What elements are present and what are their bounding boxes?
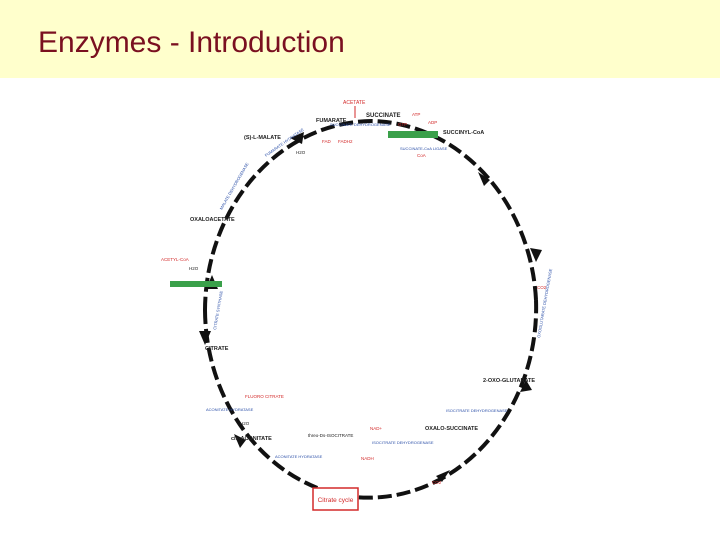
label-succinate: SUCCINATE: [366, 113, 401, 119]
arrowhead: [290, 132, 304, 144]
label-fumarate: FUMARATE: [316, 118, 347, 124]
arrowhead: [530, 248, 542, 262]
label-aconitate: cis-ACONITATE: [231, 436, 272, 442]
slide-title: Enzymes - Introduction: [38, 26, 345, 59]
cycle-title-box: [312, 487, 359, 511]
label-ligase: SUCCINATE-CoA LIGASE: [400, 146, 448, 151]
label-aconitase-1: ACONITATE HYDRATASE: [206, 407, 254, 412]
label-fad: FAD: [322, 139, 332, 144]
label-coa: CoA: [417, 153, 426, 158]
arrowhead: [478, 172, 490, 186]
label-isocitrate-dh-1: ISOCITRATE DEHYDROGENASE: [372, 440, 434, 445]
label-fadh2: FADH2: [338, 139, 353, 144]
label-fluoro: FLUORO CITRATE: [245, 394, 284, 399]
label-h2o-3: H2O: [240, 421, 250, 426]
label-oxaloacetate: OXALOACETATE: [190, 217, 235, 223]
label-h2o-2: H2O: [189, 266, 199, 271]
title-bar: Enzymes - Introduction: [0, 0, 720, 78]
label-co2-1: CO2: [432, 480, 442, 485]
label-atp: ATP: [412, 112, 420, 117]
label-gtp: GTP: [398, 122, 407, 127]
label-oxoglutarate: 2-OXO-GLUTARATE: [483, 378, 535, 384]
label-citrate: CITRATE: [205, 346, 229, 352]
label-aconitase-2: ACONITATE HYDRATASE: [275, 454, 323, 459]
label-malate: (S)-L-MALATE: [244, 135, 281, 141]
label-citrate-synthase: CITRATE SYNTHASE: [212, 290, 224, 330]
ligase-band: [388, 131, 438, 138]
label-acetate: ACETATE: [343, 100, 366, 106]
ring-segment: [203, 119, 373, 311]
label-isocitrate: threo-Ds-ISOCITRATE: [308, 433, 353, 438]
ring-segment: [371, 119, 538, 301]
label-succinyl-coa: SUCCINYL-CoA: [443, 130, 484, 136]
label-adp: ADP: [428, 120, 437, 125]
label-oxoglutarate-dh: OXOGLUTARATE DEHYDROGENASE: [536, 268, 553, 338]
label-co2-2: CO2: [537, 285, 547, 290]
label-oxalosuccinate: OXALO-SUCCINATE: [425, 426, 478, 432]
ring-segment: [203, 309, 341, 497]
ring-segment: [339, 299, 539, 500]
arrowhead: [520, 380, 532, 392]
label-nad: NAD+: [370, 426, 383, 431]
arrowhead: [199, 331, 211, 345]
arrowhead: [436, 470, 450, 482]
cycle-ring: [203, 119, 539, 500]
cycle-title: Citrate cycle: [318, 497, 354, 504]
arrowhead: [234, 434, 246, 448]
label-isocitrate-dh-2: ISOCITRATE DEHYDROGENASE: [446, 408, 508, 413]
label-succ-dh: SUCCINATE DEHYDROGENASE: [330, 122, 391, 127]
label-nadh: NADH: [361, 456, 374, 461]
synthase-band: [170, 281, 222, 287]
label-h2o-1: H2O: [296, 150, 306, 155]
label-malate-dh: MALATE DEHYDROGENASE: [219, 161, 250, 210]
label-acetyl-coa: ACETYL-CoA: [161, 257, 189, 262]
